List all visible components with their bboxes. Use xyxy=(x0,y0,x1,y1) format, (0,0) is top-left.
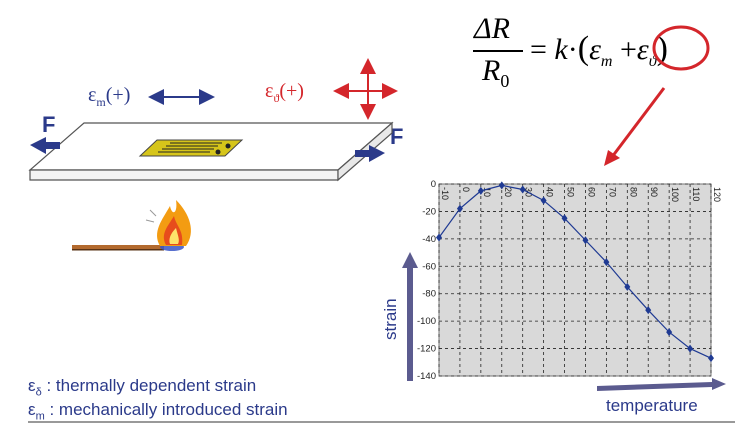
formula-rhs: = k·(εm +εϑ) xyxy=(530,30,668,70)
force-right-arrow xyxy=(355,145,385,162)
chart-point xyxy=(561,214,568,223)
chart-point xyxy=(687,344,694,353)
chart-point xyxy=(456,204,463,213)
mechanical-strain-label: εm(+) xyxy=(88,84,131,109)
chart-y-tick-label: -100 xyxy=(417,316,436,327)
temperature-axis-arrow xyxy=(597,378,726,391)
chart-x-tick-label: 0 xyxy=(461,187,471,192)
thermal-direction-cross-icon xyxy=(333,58,398,120)
chart-x-label: temperature xyxy=(606,396,698,415)
chart-x-tick-label: -10 xyxy=(440,187,450,200)
force-left-label: F xyxy=(42,112,56,137)
chart-point xyxy=(624,282,631,291)
chart-point xyxy=(477,186,484,195)
thermal-strain-label: εϑ(+) xyxy=(265,80,304,105)
chart-y-tick-label: -80 xyxy=(422,289,436,300)
chart-y-tick-label: -120 xyxy=(417,344,436,355)
strain-gauge-icon xyxy=(138,139,244,157)
chart-point xyxy=(603,258,610,267)
chart-point xyxy=(645,306,652,315)
formula-denominator: R0 xyxy=(482,54,510,91)
chart-x-tick-label: 90 xyxy=(649,187,659,197)
chart-y-label: strain xyxy=(381,298,400,340)
chart-x-tick-label: 10 xyxy=(482,187,492,197)
chart-x-tick-label: 20 xyxy=(503,187,513,197)
chart-point xyxy=(436,233,442,242)
chart-x-tick-label: 110 xyxy=(691,187,701,201)
chart-x-tick-label: 50 xyxy=(566,187,576,197)
formula-fraction-bar xyxy=(473,50,523,52)
pointer-arrow xyxy=(610,87,666,158)
chart-point xyxy=(540,196,547,205)
formula-numerator: ΔR xyxy=(474,12,510,45)
chart-series-line xyxy=(438,184,712,359)
burning-match-icon xyxy=(72,200,191,251)
legend-thermal: εδ : thermally dependent strain xyxy=(28,376,257,399)
strain-axis-arrow xyxy=(402,252,418,381)
chart-point xyxy=(498,181,505,190)
chart-y-tick-label: -20 xyxy=(422,206,436,217)
chart-x-tick-label: 60 xyxy=(586,187,596,197)
chart-x-tick-label: 40 xyxy=(545,187,555,197)
chart-x-tick-label: 80 xyxy=(628,187,638,197)
chart-plot-area xyxy=(438,183,712,377)
chart-point xyxy=(666,328,673,337)
chart-point xyxy=(582,236,589,245)
chart-y-tick-label: -60 xyxy=(422,261,436,272)
chart-x-tick-label: 70 xyxy=(607,187,617,197)
chart-y-tick-label: 0 xyxy=(431,179,436,190)
chart-point xyxy=(708,354,714,363)
legend-mechanical: εm : mechanically introduced strain xyxy=(28,400,288,423)
force-right-label: F xyxy=(390,124,404,149)
chart-x-tick-label: 120 xyxy=(712,187,722,202)
chart-y-tick-label: -140 xyxy=(417,371,436,382)
chart-point xyxy=(519,185,526,194)
chart-x-tick-label: 100 xyxy=(670,187,680,202)
chart-y-tick-label: -40 xyxy=(422,234,436,245)
thermal-term-highlight-circle xyxy=(652,25,710,71)
force-left-arrow xyxy=(30,137,60,154)
